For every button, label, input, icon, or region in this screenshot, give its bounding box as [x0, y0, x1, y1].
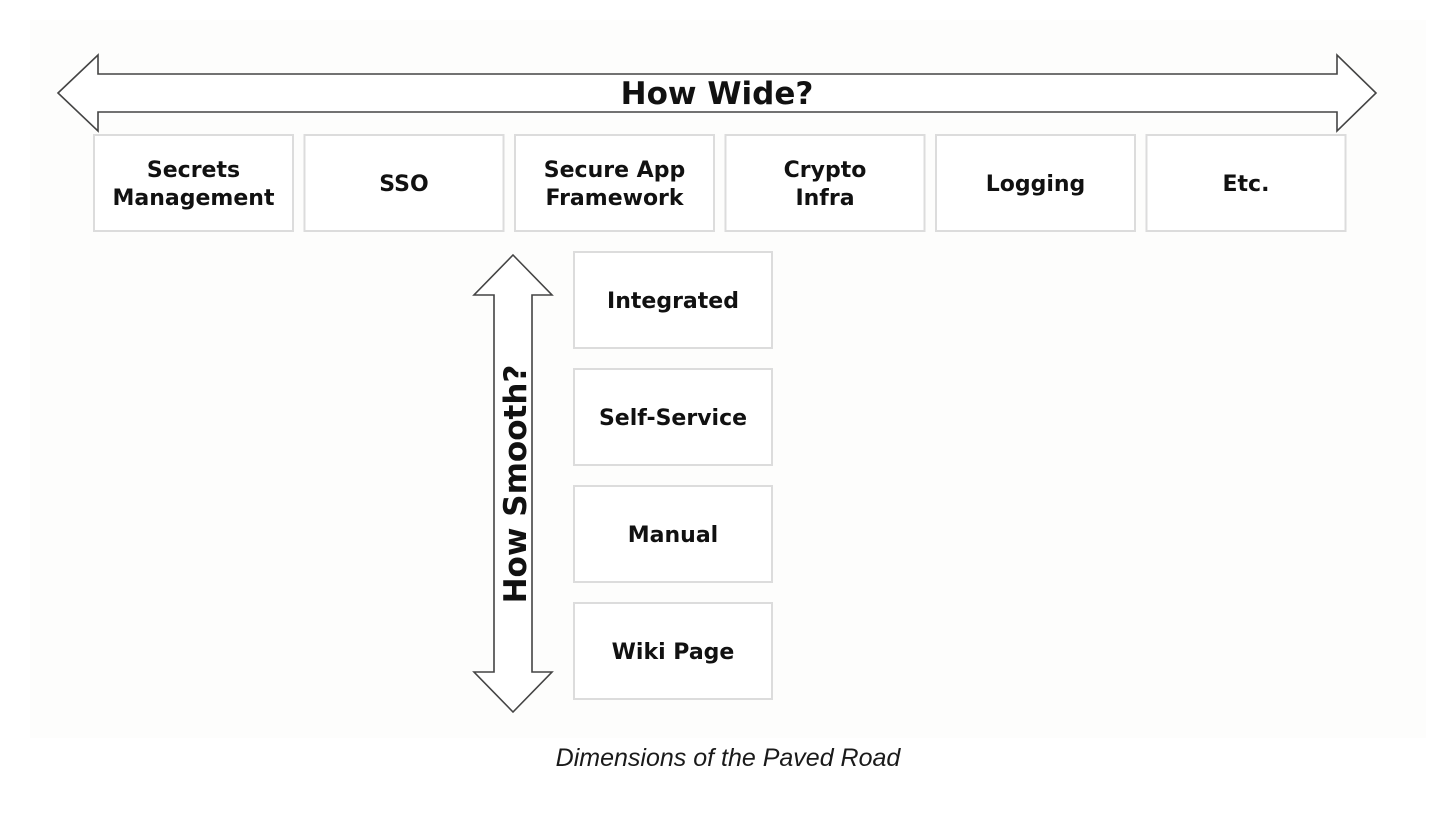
width-box-logging-label: Logging — [986, 172, 1086, 197]
how-wide-label: How Wide? — [621, 76, 814, 112]
smooth-box-manual-label: Manual — [628, 523, 718, 548]
smooth-box-self-service-frame — [573, 368, 773, 466]
width-box-etc-frame — [1145, 134, 1347, 232]
smooth-box-wiki-page: Wiki Page — [573, 602, 773, 700]
width-box-etc-label: Etc. — [1223, 172, 1270, 197]
width-box-secrets-management-label: Management — [113, 186, 275, 211]
smooth-box-self-service-label: Self-Service — [599, 406, 747, 431]
smooth-box-integrated-frame — [573, 251, 773, 349]
width-box-crypto-infra-label: Crypto — [784, 158, 867, 183]
width-box-secrets-management-frame — [93, 134, 294, 232]
width-box-secure-app-framework-frame — [514, 134, 715, 232]
width-box-etc: Etc. — [1145, 134, 1347, 232]
how-smooth-label: How Smooth? — [498, 365, 534, 604]
how-smooth-arrow-shape — [472, 253, 554, 714]
smooth-box-wiki-page-label: Wiki Page — [612, 640, 735, 665]
how-wide-arrow-shape — [56, 53, 1378, 133]
width-box-crypto-infra-label: Infra — [795, 186, 854, 211]
width-box-secure-app-framework-label: Framework — [545, 186, 684, 211]
smooth-box-manual-frame — [573, 485, 773, 583]
smooth-box-integrated-label: Integrated — [607, 289, 739, 314]
width-box-sso-frame — [303, 134, 505, 232]
width-box-logging-frame — [935, 134, 1136, 232]
width-box-crypto-infra-frame — [724, 134, 926, 232]
width-box-logging: Logging — [935, 134, 1136, 232]
how-smooth-arrow: How Smooth? — [472, 253, 554, 714]
how-wide-arrow: How Wide? — [56, 53, 1378, 133]
width-box-sso: SSO — [303, 134, 505, 232]
smooth-box-manual: Manual — [573, 485, 773, 583]
width-box-sso-label: SSO — [379, 172, 428, 197]
smooth-box-integrated: Integrated — [573, 251, 773, 349]
width-box-secrets-management-label: Secrets — [147, 158, 240, 183]
smooth-box-self-service: Self-Service — [573, 368, 773, 466]
diagram-caption: Dimensions of the Paved Road — [555, 744, 901, 772]
smooth-box-wiki-page-frame — [573, 602, 773, 700]
width-box-secure-app-framework-label: Secure App — [544, 158, 685, 183]
